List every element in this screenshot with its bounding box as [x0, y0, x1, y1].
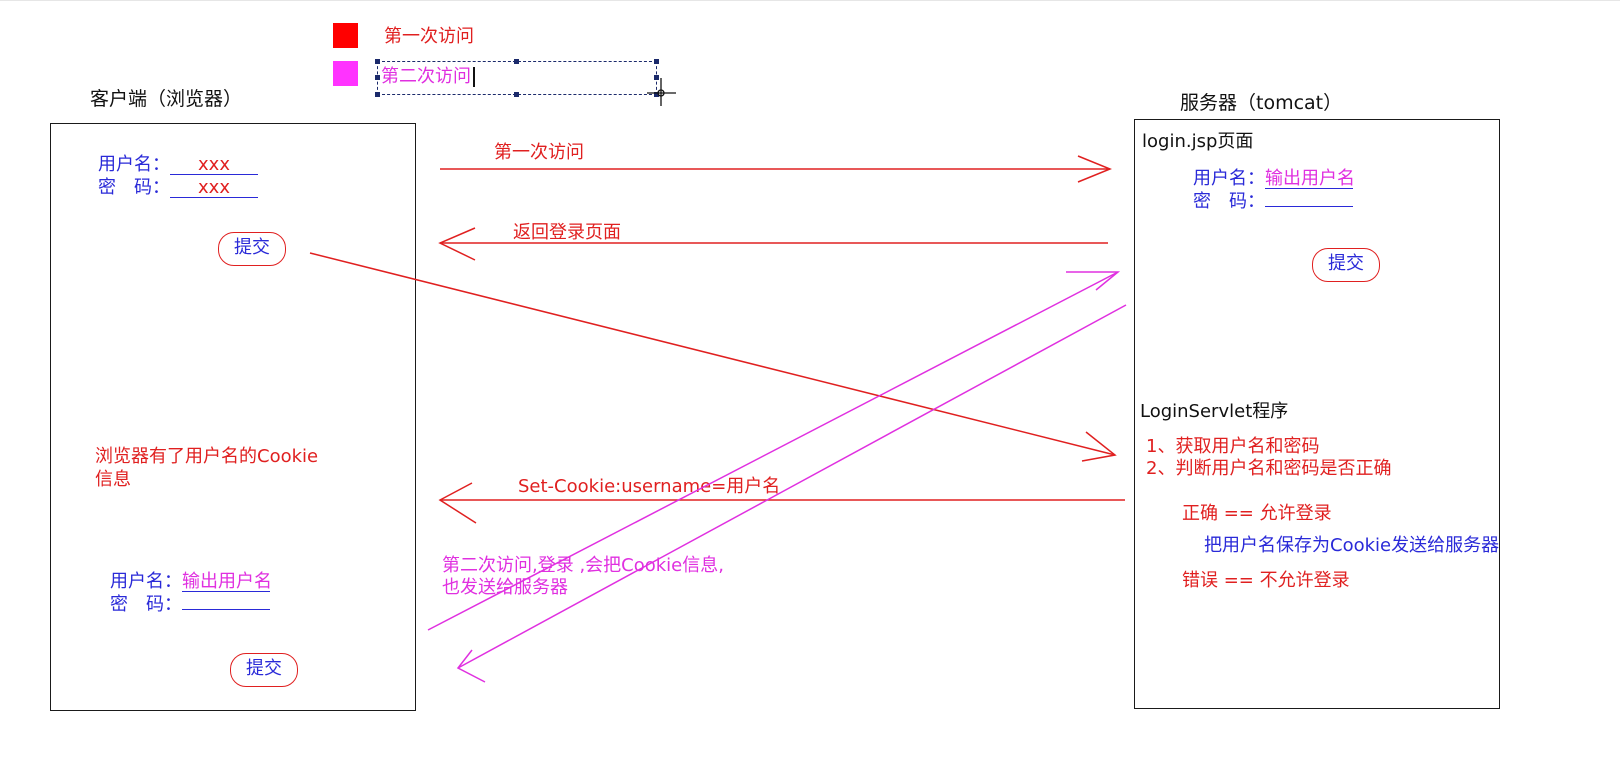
client-cookie-note-line1: 浏览器有了用户名的Cookie	[95, 446, 319, 467]
client-browser-box	[50, 123, 416, 711]
servlet-save-cookie: 把用户名保存为Cookie发送给服务器	[1204, 535, 1500, 556]
resize-handle[interactable]	[514, 92, 519, 97]
client-form1-username-row: 用户名：xxx	[98, 150, 258, 176]
second-visit-return-arrow	[456, 304, 1127, 683]
client-title: 客户端（浏览器）	[90, 88, 243, 110]
servlet-correct: 正确 == 允许登录	[1182, 503, 1332, 524]
server-title: 服务器（tomcat）	[1180, 92, 1343, 114]
return-login-arrow	[438, 227, 1108, 261]
resize-handle[interactable]	[375, 59, 380, 64]
client-form2-username-row: 用户名：输出用户名	[110, 567, 272, 593]
servlet-title: LoginServlet程序	[1140, 401, 1289, 422]
server-submit-button[interactable]: 提交	[1312, 248, 1380, 282]
username-label: 用户名：	[1193, 168, 1265, 189]
legend-swatch-second	[333, 61, 358, 86]
resize-handle[interactable]	[514, 59, 519, 64]
server-box	[1134, 119, 1500, 709]
username-label: 用户名：	[110, 571, 182, 592]
client-form1-submit-button[interactable]: 提交	[218, 232, 286, 266]
servlet-wrong: 错误 == 不允许登录	[1182, 570, 1350, 591]
legend-label-first: 第一次访问	[384, 26, 474, 47]
crosshair-cursor-icon	[647, 78, 676, 106]
password-value	[1265, 206, 1353, 207]
return-login-arrow-label: 返回登录页面	[513, 222, 621, 243]
submit-to-servlet-arrow	[309, 252, 1117, 462]
client-cookie-note-line2: 信息	[95, 469, 131, 490]
password-label: 密 码：	[98, 177, 170, 198]
resize-handle[interactable]	[375, 75, 380, 80]
top-divider	[0, 0, 1620, 1]
first-visit-arrow	[440, 155, 1112, 183]
password-label: 密 码：	[1193, 191, 1265, 212]
resize-handle[interactable]	[654, 75, 659, 80]
server-password-row: 密 码：	[1193, 187, 1353, 213]
first-visit-arrow-label: 第一次访问	[494, 142, 584, 163]
username-value: 输出用户名	[1265, 168, 1355, 189]
client-form2-password-row: 密 码：	[110, 590, 270, 616]
legend-label-second[interactable]: 第二次访问	[381, 62, 475, 88]
password-label: 密 码：	[110, 594, 182, 615]
set-cookie-arrow	[438, 482, 1125, 524]
legend-swatch-first	[333, 23, 358, 48]
username-label: 用户名：	[98, 154, 170, 175]
password-value	[182, 609, 270, 610]
client-form1-password-row: 密 码：xxx	[98, 173, 258, 199]
second-visit-label-line2: 也发送给服务器	[442, 577, 568, 598]
server-username-row: 用户名：输出用户名	[1193, 164, 1355, 190]
second-visit-arrow	[427, 271, 1121, 631]
resize-handle[interactable]	[654, 59, 659, 64]
username-value: xxx	[170, 156, 258, 175]
resize-handle[interactable]	[654, 92, 659, 97]
client-form2-submit-button[interactable]: 提交	[230, 653, 298, 687]
legend-label-second-text: 第二次访问	[381, 66, 471, 87]
text-cursor	[473, 67, 475, 87]
legend-text-selection-box[interactable]	[375, 59, 659, 97]
servlet-step2: 2、判断用户名和密码是否正确	[1146, 458, 1392, 479]
resize-handle[interactable]	[375, 92, 380, 97]
password-value: xxx	[170, 179, 258, 198]
servlet-step1: 1、获取用户名和密码	[1146, 436, 1320, 457]
second-visit-label-line1: 第二次访问,登录 ,会把Cookie信息,	[442, 555, 724, 576]
username-value: 输出用户名	[182, 571, 272, 592]
login-jsp-title: login.jsp页面	[1142, 131, 1254, 152]
